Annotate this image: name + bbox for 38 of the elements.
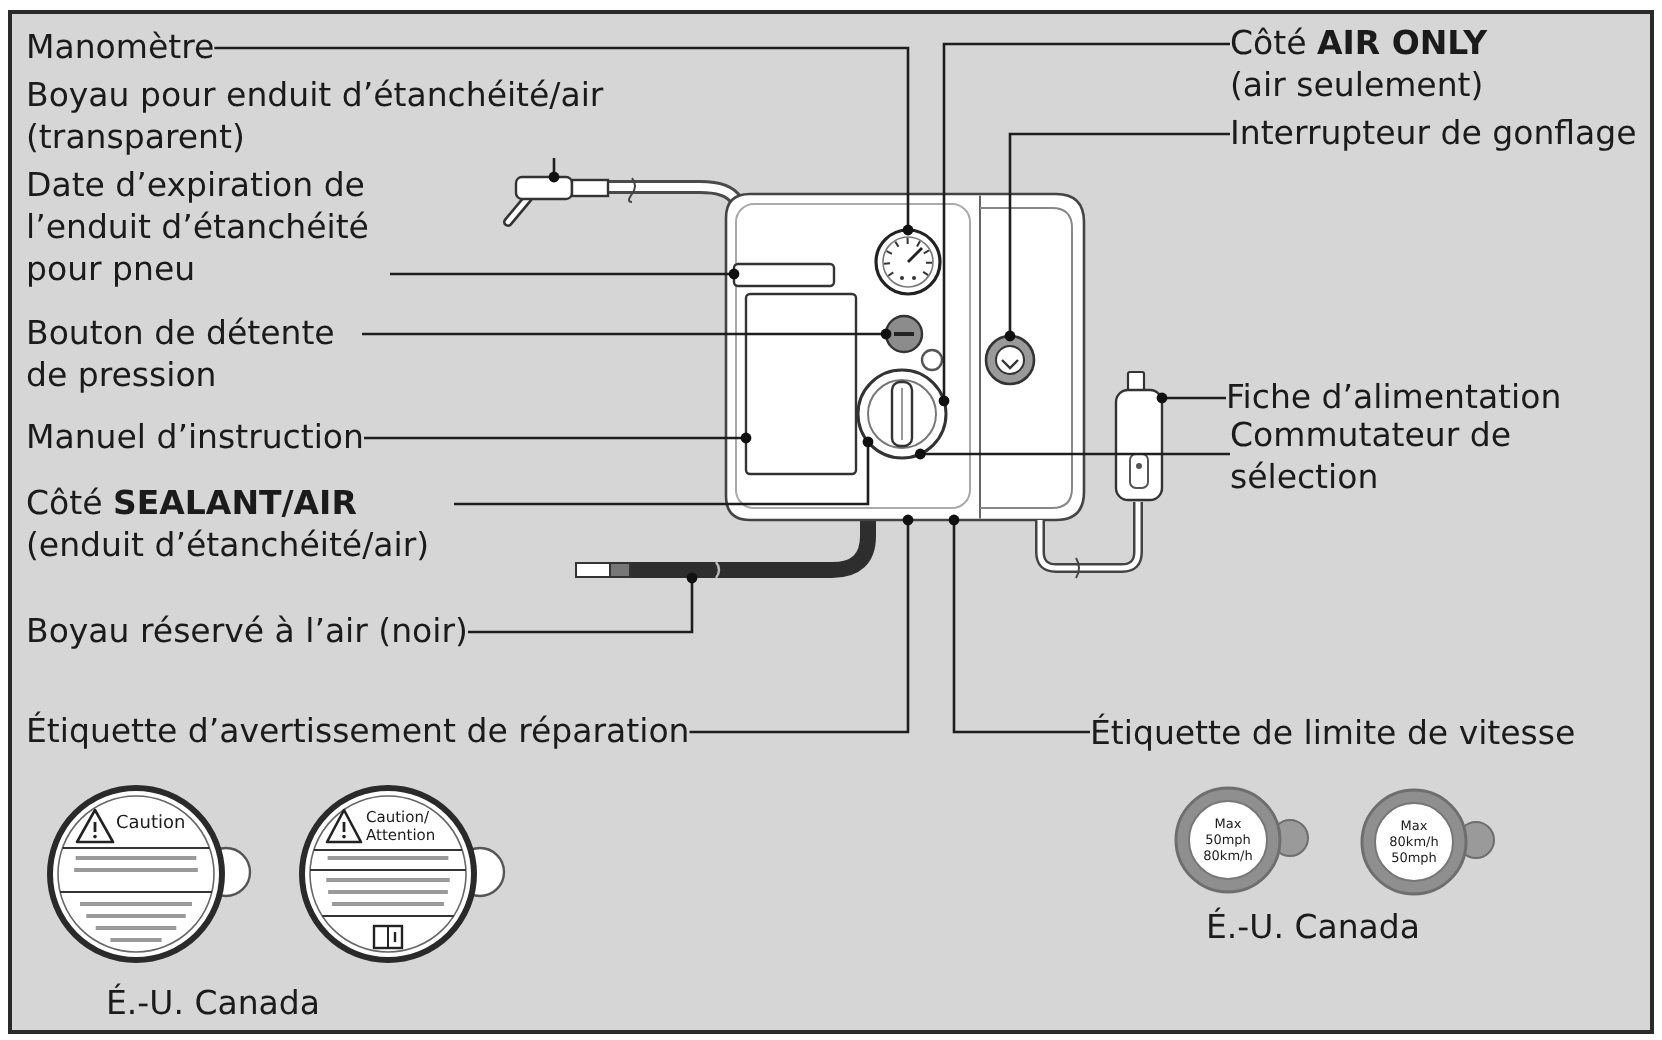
region-caption: É.-U. Canada [1206,906,1420,948]
expiry-date-label [732,262,836,288]
part-label: Interrupteur de gonflage [1230,112,1637,154]
pressure-gauge [874,228,942,296]
leader-line [390,268,740,280]
part-label: Côté AIR ONLY (air seulement) [1230,22,1534,106]
part-label: Boyau pour enduit d’étanchéité/air (transparent) [26,74,636,158]
leader-line [1004,132,1230,342]
sealant-hose [503,175,742,227]
instruction-manual [744,292,858,476]
part-label: Bouton de détente de pression [26,312,362,396]
region-caption: É.-U. Canada [106,982,320,1024]
leader-line [548,158,560,183]
leader-line [454,436,874,506]
leader-line [1156,392,1226,404]
leader-line [948,514,1090,734]
leader-line [364,432,752,444]
leader-line [362,328,892,340]
release-button [884,314,924,354]
sticker-text: Caution [116,814,186,836]
part-label: Manuel d’instruction [26,416,364,458]
power-plug [1035,370,1164,579]
part-label: Côté SEALANT/AIR (enduit d’étanchéité/air) [26,482,454,566]
part-label: Fiche d’alimentation [1226,376,1562,418]
part-label: Boyau réservé à l’air (noir) [26,610,468,652]
inflation-switch [984,334,1036,386]
selector-knob [856,368,948,460]
air-hose [575,520,876,579]
part-label: Date d’expiration de l’enduit d’étanchéité pour pneu [26,164,390,290]
leader-line [467,572,698,634]
part-label: Étiquette d’avertissement de réparation [26,710,690,752]
leader-line [938,42,1230,407]
part-label: Manomètre [26,26,215,68]
leader-line [914,448,1230,460]
leader-line [689,514,914,734]
part-label: Étiquette de limite de vitesse [1090,712,1576,754]
part-label: Commutateur de sélection [1230,414,1554,498]
leader-line [214,46,914,236]
